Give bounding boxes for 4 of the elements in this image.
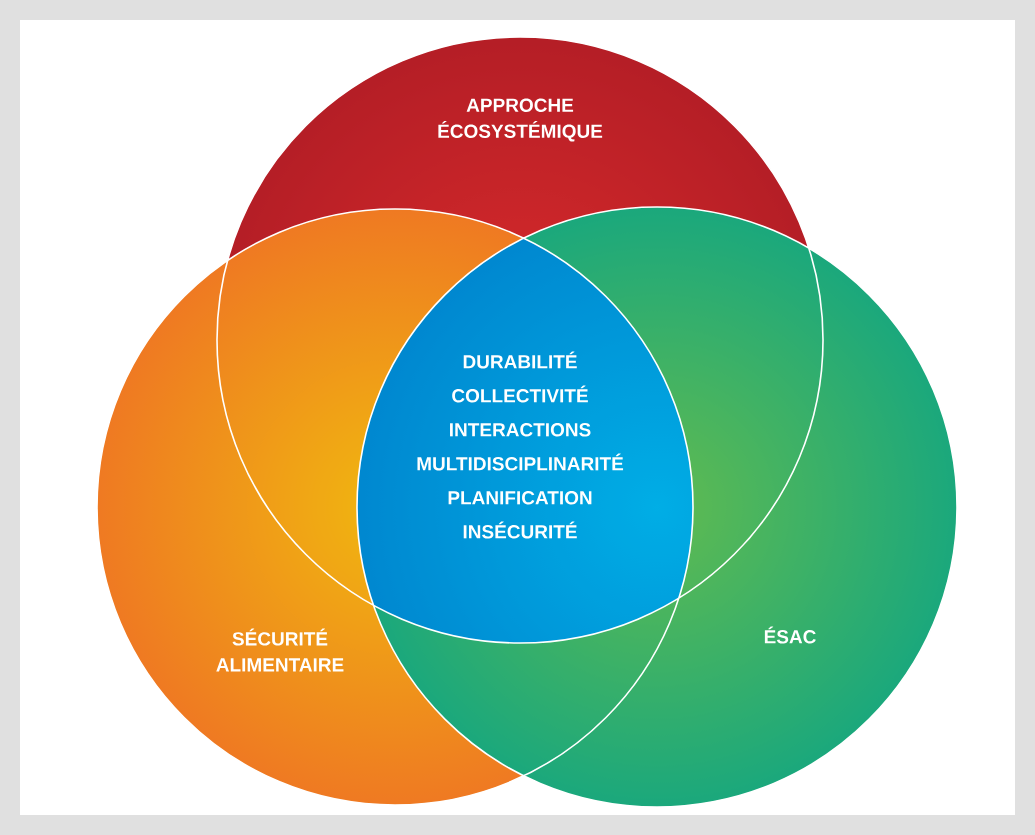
circle-region: SÉCURITÉ ALIMENTAIRE bbox=[216, 628, 344, 672]
center-region: DURABILITÉ COLLECTIVITÉ INTERACTIONS MULTIDISCIPLINARITÉ PLANIFICATION INSÉCURITÉ bbox=[417, 351, 624, 539]
circle-region: ÉSAC bbox=[764, 626, 816, 644]
circle-region: APPROCHE ÉCOSYSTÉMIQUE bbox=[438, 98, 603, 142]
